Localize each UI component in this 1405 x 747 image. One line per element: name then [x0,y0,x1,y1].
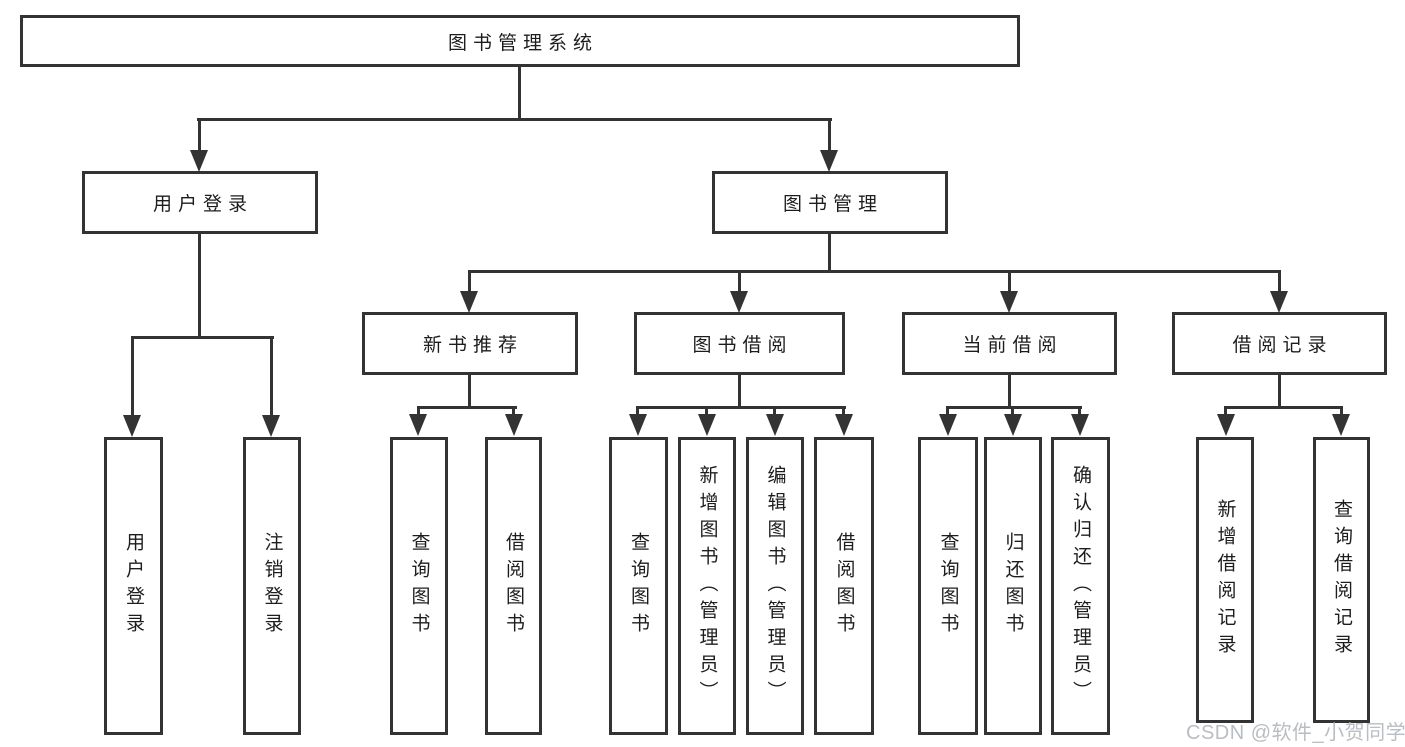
node-label-root: 图书管理系统 [447,32,598,54]
connector-leaf-query-book-2-arrow-shaft [636,406,639,416]
node-leaf-user-login: 用户登录 [104,437,163,735]
leaf-label-user-login: 用户登录 [123,532,144,640]
connector-leaf-query-book-1-arrow-shaft [417,406,420,416]
connector-book-borrow-arrow-shaft [738,270,741,293]
connector-leaf-query-book-3-arrow-shaft [946,406,949,416]
connector-book-management-branch [468,270,1281,273]
connector-book-management-stem [828,234,831,273]
arrowhead-leaf-logout-down-icon [262,415,280,437]
node-label-user-login: 用户登录 [152,194,253,215]
node-library-management-system: 图书管理系统 [20,15,1020,67]
node-label-new-book-recommend: 新书推荐 [422,335,523,356]
connector-current-borrow-branch [946,406,1082,409]
leaf-label-logout: 注销登录 [261,532,283,640]
arrowhead-leaf-return-book-down-icon [1004,414,1022,436]
connector-new-book-recommend-stem [468,375,471,409]
connector-current-borrow-arrow-shaft [1008,270,1011,293]
connector-leaf-edit-book-admin-arrow-shaft [773,406,776,416]
node-label-borrow-record: 借阅记录 [1232,335,1333,356]
leaf-label-borrow-book-2: 借阅图书 [833,532,855,640]
node-leaf-add-book-admin: 新增图书（管理员） [678,437,736,735]
node-leaf-logout: 注销登录 [243,437,301,735]
leaf-label-borrow-book-1: 借阅图书 [503,532,524,640]
arrowhead-leaf-add-borrow-record-down-icon [1217,414,1235,436]
connector-book-borrow-branch [636,406,846,409]
connector-leaf-borrow-book-2-arrow-shaft [842,406,845,416]
connector-root-stem [518,67,521,119]
arrowhead-book-management-down-icon [820,150,838,172]
node-leaf-query-book-1: 查询图书 [390,437,448,735]
arrowhead-leaf-user-login-down-icon [123,415,141,437]
connector-borrow-record-stem [1278,375,1281,409]
node-leaf-add-borrow-record: 新增借阅记录 [1196,437,1254,723]
node-new-book-recommend: 新书推荐 [362,312,578,375]
connector-leaf-add-book-admin-arrow-shaft [705,406,708,416]
arrowhead-current-borrow-down-icon [1000,291,1018,313]
arrowhead-leaf-borrow-book-1-down-icon [505,414,523,436]
leaf-label-add-book-admin: 新增图书（管理员） [696,464,718,708]
connector-book-borrow-stem [738,375,741,409]
arrowhead-new-book-recommend-down-icon [460,291,478,313]
node-label-book-management: 图书管理 [782,194,883,215]
node-leaf-query-book-3: 查询图书 [918,437,978,735]
node-borrow-record: 借阅记录 [1172,312,1387,375]
node-leaf-borrow-book-1: 借阅图书 [485,437,542,735]
connector-user-login-stem [198,234,201,336]
node-book-management: 图书管理 [712,171,948,234]
node-leaf-return-book: 归还图书 [984,437,1042,735]
arrowhead-leaf-edit-book-admin-down-icon [766,414,784,436]
node-label-current-borrow: 当前借阅 [962,335,1063,356]
arrowhead-leaf-query-book-2-down-icon [629,414,647,436]
node-leaf-confirm-return-admin: 确认归还（管理员） [1051,437,1110,735]
leaf-label-query-book-3: 查询图书 [937,532,959,640]
node-leaf-borrow-book-2: 借阅图书 [814,437,874,735]
connector-leaf-user-login-arrow-shaft [131,336,134,418]
connector-user-login-arrow-shaft [198,118,201,152]
leaf-label-return-book: 归还图书 [1002,532,1024,640]
arrowhead-borrow-record-down-icon [1270,291,1288,313]
connector-book-management-arrow-shaft [828,118,831,152]
node-user-login: 用户登录 [82,171,318,234]
node-label-book-borrow: 图书借阅 [692,335,793,356]
connector-borrow-record-branch [1224,406,1343,409]
leaf-label-confirm-return-admin: 确认归还（管理员） [1070,464,1091,708]
leaf-label-query-book-2: 查询图书 [628,532,649,640]
connector-current-borrow-stem [1008,375,1011,409]
leaf-label-query-borrow-record: 查询借阅记录 [1331,499,1352,661]
connector-borrow-record-arrow-shaft [1278,270,1281,293]
node-leaf-edit-book-admin: 编辑图书（管理员） [746,437,804,735]
connector-root-branch [197,118,832,121]
node-leaf-query-book-2: 查询图书 [609,437,668,735]
connector-leaf-add-borrow-record-arrow-shaft [1224,406,1227,416]
node-current-borrow: 当前借阅 [902,312,1117,375]
arrowhead-leaf-query-book-1-down-icon [409,414,427,436]
connector-leaf-return-book-arrow-shaft [1011,406,1014,416]
connector-new-book-recommend-branch [417,406,517,409]
watermark: CSDN @软件_小贺同学 [1186,722,1405,744]
arrowhead-book-borrow-down-icon [730,291,748,313]
node-leaf-query-borrow-record: 查询借阅记录 [1313,437,1370,723]
arrowhead-leaf-query-borrow-record-down-icon [1332,414,1350,436]
connector-user-login-branch [131,336,274,339]
connector-leaf-borrow-book-1-arrow-shaft [512,406,515,416]
leaf-label-edit-book-admin: 编辑图书（管理员） [764,464,786,708]
connector-leaf-logout-arrow-shaft [270,336,273,418]
connector-leaf-confirm-return-admin-arrow-shaft [1078,406,1081,416]
connector-new-book-recommend-arrow-shaft [468,270,471,293]
connector-leaf-query-borrow-record-arrow-shaft [1340,406,1343,416]
leaf-label-add-borrow-record: 新增借阅记录 [1214,499,1236,661]
arrowhead-leaf-query-book-3-down-icon [939,414,957,436]
arrowhead-user-login-down-icon [190,150,208,172]
node-book-borrow: 图书借阅 [634,312,845,375]
arrowhead-leaf-borrow-book-2-down-icon [835,414,853,436]
arrowhead-leaf-add-book-admin-down-icon [698,414,716,436]
leaf-label-query-book-1: 查询图书 [408,532,430,640]
arrowhead-leaf-confirm-return-admin-down-icon [1071,414,1089,436]
